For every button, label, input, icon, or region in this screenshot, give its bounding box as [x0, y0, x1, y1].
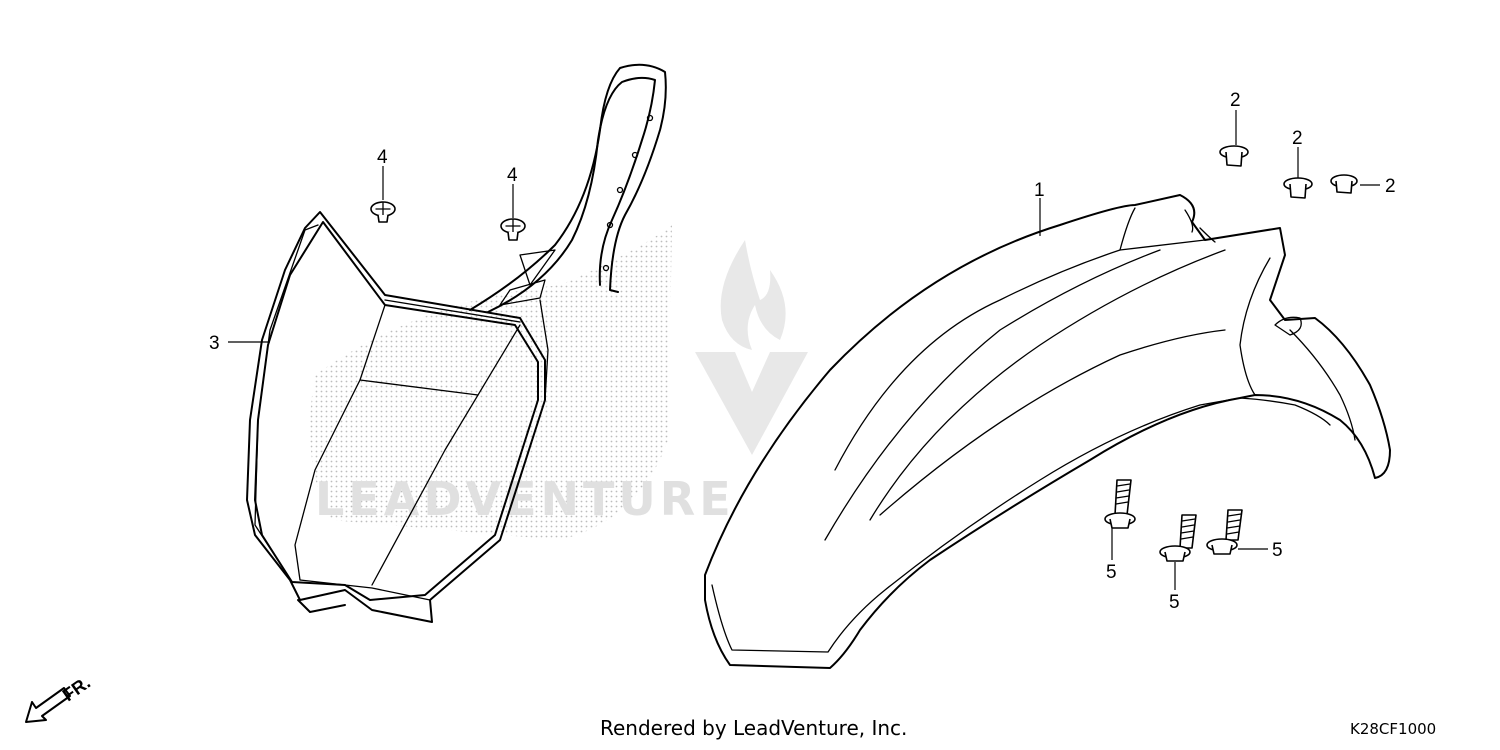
front-fender-drawing: [704, 194, 1391, 669]
stipple-background: [310, 225, 672, 540]
callout-4-screw-a: 4: [377, 147, 388, 168]
diagram-code: K28CF1000: [1350, 720, 1437, 738]
bolt-b: [1159, 514, 1197, 562]
callout-5-bolt-c: 5: [1272, 540, 1283, 561]
watermark-text: LEADVENTURE: [315, 472, 735, 526]
screw-b: [500, 218, 526, 241]
callout-2-nut-c: 2: [1385, 176, 1396, 197]
callout-1-fender: 1: [1034, 180, 1045, 201]
flange-nut-b: [1283, 177, 1313, 199]
callout-4-screw-b: 4: [507, 165, 518, 186]
bolt-a: [1104, 479, 1136, 529]
bolt-c: [1206, 509, 1243, 555]
callout-2-nut-a: 2: [1230, 90, 1241, 111]
callout-5-bolt-a: 5: [1106, 562, 1117, 583]
flange-nut-c: [1330, 174, 1358, 194]
flange-nut-a: [1219, 145, 1249, 167]
leader-lines: [228, 110, 1380, 590]
render-credit: Rendered by LeadVenture, Inc.: [600, 716, 908, 740]
callout-5-bolt-b: 5: [1169, 592, 1180, 613]
callout-3-number-plate: 3: [209, 333, 220, 354]
callout-2-nut-b: 2: [1292, 128, 1303, 149]
watermark-logo: [695, 240, 808, 455]
front-direction-arrow-icon: [25, 687, 71, 723]
screw-a: [370, 201, 396, 223]
number-plate-drawing: [246, 63, 667, 623]
